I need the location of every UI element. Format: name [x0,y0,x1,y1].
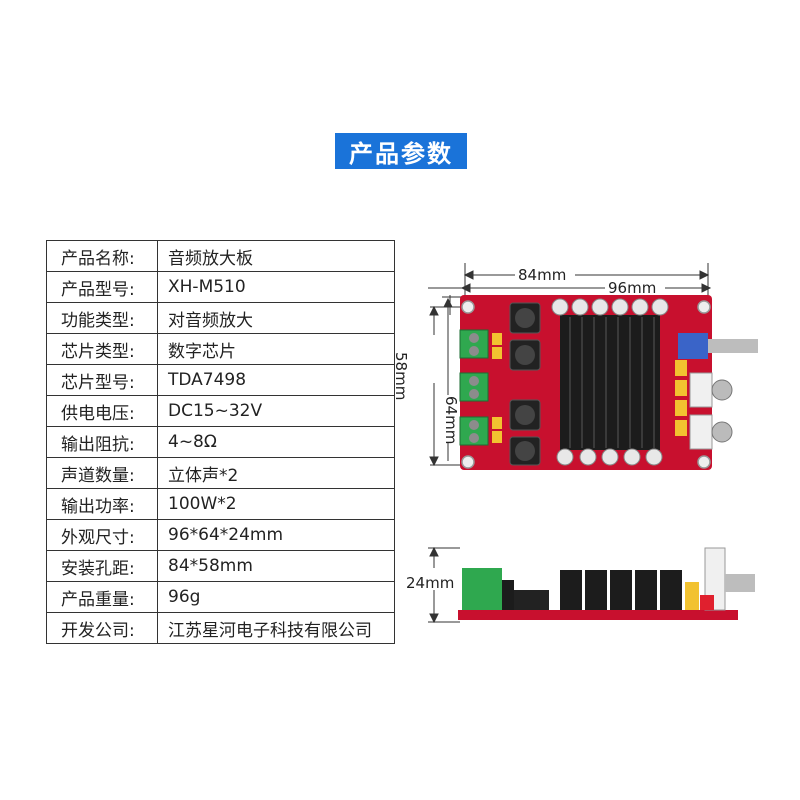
table-row: 芯片型号:TDA7498 [46,364,395,396]
spec-value: TDA7498 [157,364,395,396]
spec-key: 开发公司: [46,612,158,644]
table-row: 产品型号:XH-M510 [46,271,395,303]
spec-key: 芯片型号: [46,364,158,396]
spec-key: 产品重量: [46,581,158,613]
spec-key: 产品名称: [46,240,158,272]
table-row: 功能类型:对音频放大 [46,302,395,334]
table-row: 输出功率:100W*2 [46,488,395,520]
table-row: 外观尺寸:96*64*24mm [46,519,395,551]
spec-table: 产品名称:音频放大板 产品型号:XH-M510 功能类型:对音频放大 芯片类型:… [46,240,395,644]
table-row: 安装孔距:84*58mm [46,550,395,582]
board-top-view [428,263,758,470]
spec-key: 输出功率: [46,488,158,520]
table-row: 产品名称:音频放大板 [46,240,395,272]
board-height-label: 64mm [442,396,460,445]
table-row: 产品重量:96g [46,581,395,613]
spec-key: 声道数量: [46,457,158,489]
table-row: 输出阻抗:4~8Ω [46,426,395,458]
table-row: 开发公司:江苏星河电子科技有限公司 [46,612,395,644]
spec-key: 产品型号: [46,271,158,303]
spec-value: XH-M510 [157,271,395,303]
spec-value: 立体声*2 [157,457,395,489]
spec-key: 功能类型: [46,302,158,334]
spec-value: 100W*2 [157,488,395,520]
spec-key: 外观尺寸: [46,519,158,551]
table-row: 芯片类型:数字芯片 [46,333,395,365]
board-thickness-label: 24mm [406,574,455,592]
spec-value: 数字芯片 [157,333,395,365]
table-row: 供电电压:DC15~32V [46,395,395,427]
spec-key: 安装孔距: [46,550,158,582]
spec-value: 音频放大板 [157,240,395,272]
spec-key: 芯片类型: [46,333,158,365]
table-row: 声道数量:立体声*2 [46,457,395,489]
hole-height-label: 58mm [392,352,410,401]
spec-value: 96g [157,581,395,613]
page-title: 产品参数 [335,133,467,169]
spec-value: 对音频放大 [157,302,395,334]
board-side-view [428,546,755,624]
spec-key: 供电电压: [46,395,158,427]
spec-value: 96*64*24mm [157,519,395,551]
spec-value: 江苏星河电子科技有限公司 [157,612,395,644]
hole-width-label: 84mm [518,266,567,284]
board-width-label: 96mm [608,279,657,297]
spec-key: 输出阻抗: [46,426,158,458]
spec-value: 84*58mm [157,550,395,582]
spec-value: DC15~32V [157,395,395,427]
spec-value: 4~8Ω [157,426,395,458]
